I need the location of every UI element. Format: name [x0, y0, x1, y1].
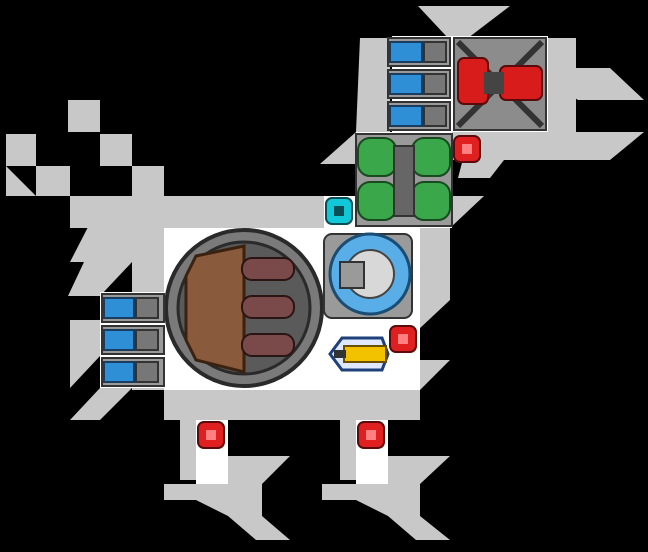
shield-dome[interactable] [323, 232, 413, 319]
marker-2[interactable] [389, 325, 417, 353]
marker-4[interactable] [357, 421, 385, 449]
marker-5[interactable] [325, 197, 353, 225]
cannon-turret[interactable] [164, 228, 324, 388]
engine-unit-4[interactable] [101, 293, 165, 323]
engine-bank-left[interactable] [101, 293, 165, 387]
engine-unit-6[interactable] [101, 357, 165, 387]
engine-unit-5[interactable] [101, 325, 165, 355]
marker-3[interactable] [197, 421, 225, 449]
reactor[interactable] [453, 37, 547, 131]
engine-unit-2[interactable] [387, 69, 451, 99]
engine-bank-top[interactable] [387, 37, 451, 131]
fuel-tanks[interactable] [355, 133, 453, 227]
marker-1[interactable] [453, 135, 481, 163]
engine-unit-1[interactable] [387, 37, 451, 67]
fighter-bay[interactable] [328, 336, 390, 372]
engine-unit-3[interactable] [387, 101, 451, 131]
